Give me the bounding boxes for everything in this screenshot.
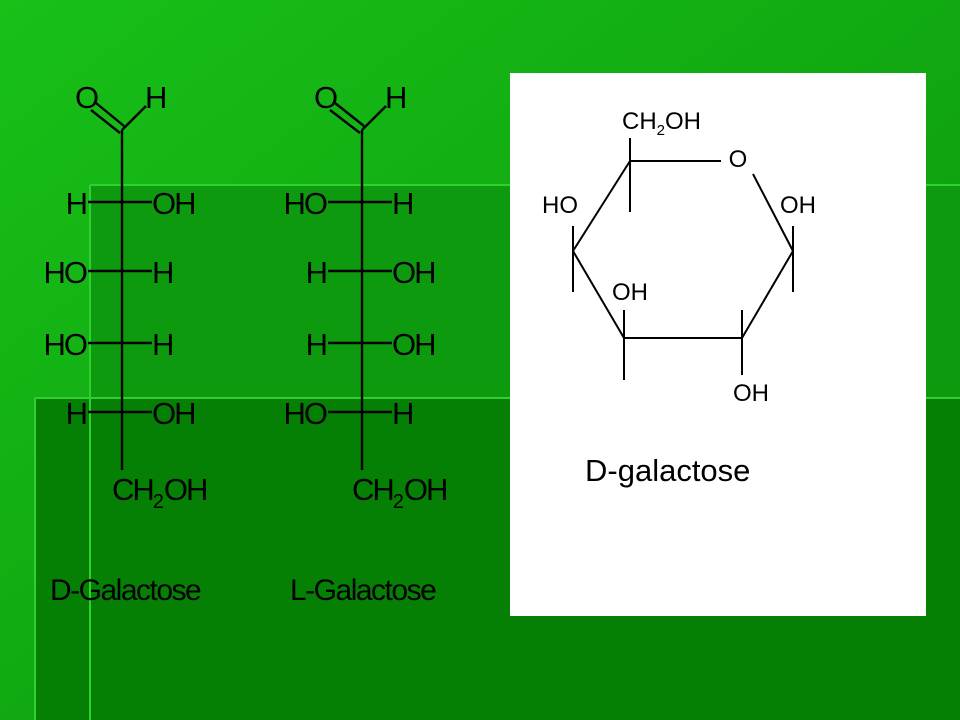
- bottom-ch2oh: CH2OH: [352, 472, 446, 513]
- carbonyl-double-bond-a: [329, 109, 361, 134]
- row-1-left: H: [66, 186, 86, 221]
- haworth-d-galactose: CH2OH O HO OH OH OH D-galactose: [542, 108, 816, 488]
- ring-bond-c4-c5: [572, 160, 631, 252]
- carbonyl-double-bond-b: [334, 102, 365, 127]
- row-3-left: HO: [44, 327, 87, 362]
- aldehyde-hydrogen: H: [145, 80, 165, 115]
- ring-bond-c3-c4: [572, 250, 625, 339]
- fischer-d-galactose: O H H OH HO H HO H H OH CH2OH D-Galactos…: [44, 80, 209, 607]
- row-2-left: H: [306, 255, 326, 290]
- ring-bond-c1-c2: [741, 250, 794, 339]
- c1-label: OH: [780, 192, 816, 219]
- ch2oh-group: CH2OH: [622, 108, 701, 139]
- caption-d-galactose: D-Galactose: [50, 574, 201, 607]
- c4-left-label: HO: [542, 192, 578, 219]
- row-2-right: H: [152, 255, 172, 290]
- carbonyl-double-bond-a: [90, 109, 121, 134]
- c4-label: OH: [612, 279, 648, 306]
- caption-haworth: D-galactose: [585, 453, 750, 488]
- carbonyl-oxygen: O: [314, 80, 337, 115]
- ring-bond-o-c1: [752, 173, 794, 252]
- row-4-left: H: [66, 396, 86, 431]
- row-2-right: OH: [392, 255, 435, 290]
- row-3-right: OH: [392, 327, 435, 362]
- aldehyde-hydrogen: H: [385, 80, 405, 115]
- haworth-panel: [510, 73, 926, 616]
- c2-label: OH: [733, 380, 769, 407]
- row-4-left: HO: [284, 396, 327, 431]
- bottom-ch2oh: CH2OH: [112, 472, 206, 513]
- caption-l-galactose: L-Galactose: [290, 574, 436, 607]
- row-3-right: H: [152, 327, 172, 362]
- aldehyde-ch-bond: [121, 105, 147, 131]
- row-2-left: HO: [44, 255, 87, 290]
- carbonyl-oxygen: O: [75, 80, 98, 115]
- row-1-right: OH: [152, 186, 195, 221]
- row-1-right: H: [392, 186, 412, 221]
- aldehyde-ch-bond: [361, 105, 387, 131]
- row-4-right: H: [392, 396, 412, 431]
- row-4-right: OH: [152, 396, 195, 431]
- carbonyl-double-bond-b: [95, 102, 125, 127]
- fischer-l-galactose: O H HO H H OH H OH HO H CH2OH L-Galactos…: [284, 80, 449, 607]
- row-1-left: HO: [284, 186, 327, 221]
- row-3-left: H: [306, 327, 326, 362]
- ring-oxygen: O: [729, 146, 748, 173]
